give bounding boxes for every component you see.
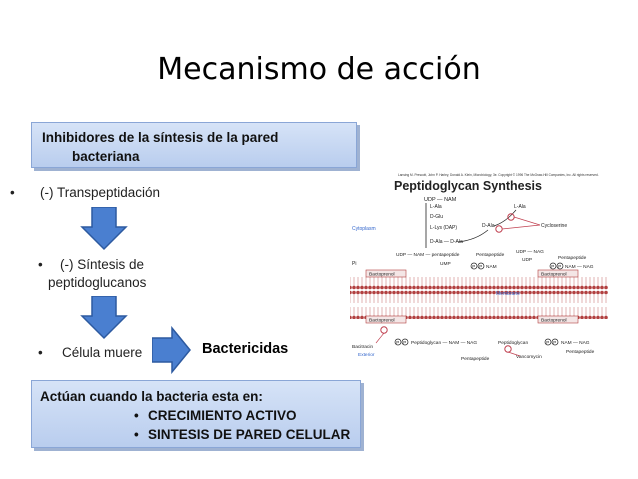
phosphate-icon: P: [553, 340, 556, 345]
condition-item: CRECIMIENTO ACTIVO: [40, 406, 360, 425]
down-arrow-icon: [80, 296, 128, 340]
udp-label: UDP: [522, 257, 532, 263]
bullet-text: Célula muere: [62, 345, 143, 360]
bullet-cell-dies: • Célula muere: [38, 344, 238, 362]
pi-label: Pi: [352, 261, 356, 267]
l-ala2-label: L-Ala: [514, 204, 526, 210]
bactoprenol-label: Bactoprenol: [369, 318, 395, 324]
bullet-dot: •: [10, 185, 15, 200]
bullet-text-line1: (-) Síntesis de: [60, 257, 145, 272]
pentapeptide-label: Pentapeptide: [461, 356, 490, 362]
udp-nam-pentapeptide-label: UDP — NAM — pentapeptide: [396, 252, 460, 258]
l-ala-label: L-Ala: [430, 204, 442, 210]
slide-title: Mecanismo de acción: [157, 52, 481, 87]
pentapeptide-label: Pentapeptide: [476, 252, 505, 258]
cycloserine-label: Cycloserine: [541, 223, 567, 229]
inhibitors-box-line2: bacteriana: [72, 149, 140, 164]
phosphate-icon: P: [551, 264, 554, 269]
udp-nag-label: UDP — NAG: [516, 249, 544, 255]
right-arrow-icon: [152, 326, 191, 374]
phosphate-icon: P: [546, 340, 549, 345]
membrane-label: Membrane: [496, 291, 520, 297]
bullet-transpeptidation: • (-) Transpeptidación: [10, 184, 230, 202]
conditions-header: Actúan cuando la bacteria esta en:: [40, 389, 263, 404]
bactoprenol-label: Bactoprenol: [541, 272, 567, 278]
udp-nam-label: UDP — NAM: [424, 197, 457, 203]
nam-nag-label: NAM — NAG: [561, 340, 590, 346]
down-arrow-icon: [80, 207, 128, 251]
inhibitors-box-line1: Inhibidores de la síntesis de la pared: [42, 130, 279, 145]
bullet-text: (-) Transpeptidación: [40, 185, 161, 200]
exterior-label: Exterior: [358, 352, 375, 358]
ump-label: UMP: [440, 261, 451, 267]
d-glu-label: D-Glu: [430, 214, 443, 220]
nam-nag-label: NAM — NAG: [565, 264, 594, 270]
bactericidas-label: Bactericidas: [202, 341, 289, 357]
vancomycin-label: Vancomycin: [516, 354, 542, 360]
d-ala-d-ala-label: D-Ala — D-Ala: [430, 239, 463, 245]
bullet-text-line2: peptidoglucanos: [48, 275, 147, 290]
bullet-dot: •: [38, 345, 43, 360]
bactoprenol-label: Bactoprenol: [541, 318, 567, 324]
peptidoglycan-synthesis-diagram: Lansing M. Prescott, John P. Harley, Don…: [350, 173, 608, 362]
diagram-credit: Lansing M. Prescott, John P. Harley, Don…: [398, 173, 599, 177]
pentapeptide2-label: Pentapeptide: [566, 349, 595, 355]
nam-label: NAM: [486, 264, 497, 270]
phosphate-icon: P: [472, 264, 475, 269]
bactoprenol-label: Bactoprenol: [369, 272, 395, 278]
phosphate-icon: P: [403, 340, 406, 345]
cytoplasm-label: Cytoplasm: [352, 226, 376, 232]
diagram-title: Peptidoglycan Synthesis: [394, 179, 542, 193]
condition-item: SINTESIS DE PARED CELULAR: [40, 425, 360, 444]
peptidoglycan-nam-nag-label: Peptidoglycan — NAM — NAG: [411, 340, 477, 346]
phosphate-icon: P: [396, 340, 399, 345]
conditions-box: Actúan cuando la bacteria esta en: CRECI…: [31, 380, 361, 448]
bacitracin-label: Bacitracin: [352, 344, 373, 350]
phosphate-icon: P: [558, 264, 561, 269]
bullet-dot: •: [38, 257, 43, 272]
d-ala-label: D-Ala: [482, 223, 495, 229]
bullet-peptidoglycan-synthesis: • (-) Síntesis de peptidoglucanos: [38, 256, 238, 292]
l-lys-label: L-Lys (DAP): [430, 225, 457, 231]
peptidoglycan-label: Peptidoglycan: [498, 340, 528, 346]
inhibitors-box: Inhibidores de la síntesis de la pared b…: [31, 122, 357, 168]
phosphate-icon: P: [479, 264, 482, 269]
pentapeptide2-label: Pentapeptide: [558, 255, 587, 261]
